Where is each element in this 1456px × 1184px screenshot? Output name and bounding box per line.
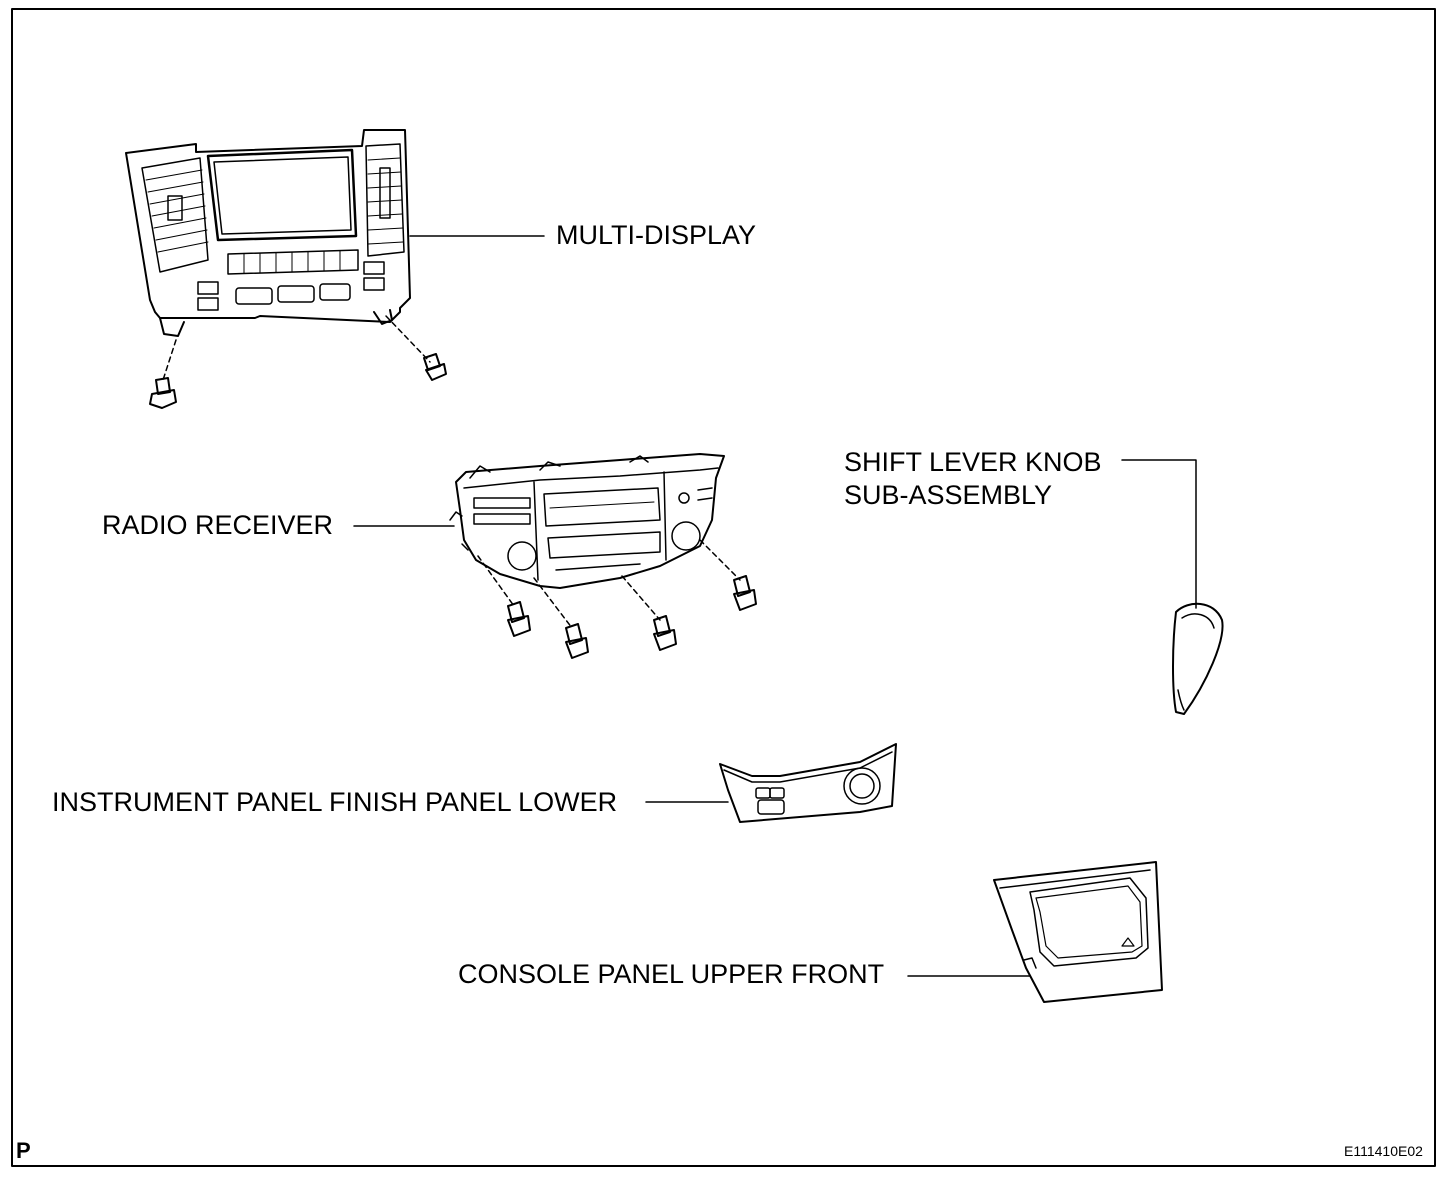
radio-receiver-bolts bbox=[477, 539, 757, 659]
radio-receiver-label: RADIO RECEIVER bbox=[102, 510, 334, 540]
corner-mark: P bbox=[16, 1138, 31, 1163]
diagram-frame bbox=[11, 8, 1436, 1167]
shift-lever-leader bbox=[1121, 459, 1197, 609]
shift-lever-knob-label-line1: SHIFT LEVER KNOB bbox=[844, 447, 1102, 477]
console-panel-upper-front-label: CONSOLE PANEL UPPER FRONT bbox=[458, 959, 885, 989]
finish-panel-lower-part bbox=[719, 743, 897, 823]
leader-lines bbox=[353, 235, 1197, 977]
shift-lever-knob-label-line2: SUB-ASSEMBLY bbox=[844, 480, 1053, 510]
finish-panel-lower-label: INSTRUMENT PANEL FINISH PANEL LOWER bbox=[52, 787, 618, 817]
multi-display-label: MULTI-DISPLAY bbox=[556, 220, 757, 250]
radio-receiver-part bbox=[449, 453, 725, 589]
multi-display-bolts bbox=[149, 315, 447, 409]
multi-display-part bbox=[125, 129, 411, 337]
shift-lever-knob-part bbox=[1172, 602, 1224, 715]
console-panel-upper-front-part bbox=[993, 861, 1163, 1003]
figure-code: E111410E02 bbox=[1344, 1143, 1423, 1159]
